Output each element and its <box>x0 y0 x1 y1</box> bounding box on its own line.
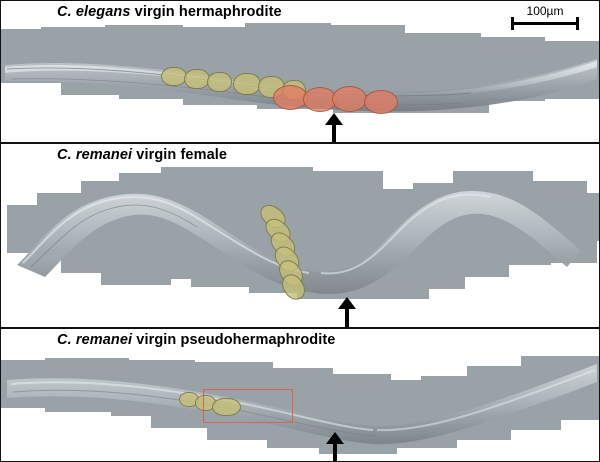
panel-2-title: C. remanei virgin female <box>57 147 227 163</box>
scale-bar-cap-left <box>511 17 514 30</box>
scale-bar-label: 100µm <box>526 4 564 18</box>
region-of-interest-box <box>203 389 293 423</box>
panel-divider-1 <box>1 142 599 144</box>
embryo <box>332 86 367 112</box>
vulva-arrow-icon <box>336 297 358 327</box>
panel-1-species-name: C. elegans <box>57 4 131 20</box>
panel-3-title: C. remanei virgin pseudohermaphrodite <box>57 332 335 348</box>
panel-1-title: C. elegans virgin hermaphrodite <box>57 4 282 20</box>
vulva-arrow-icon <box>323 113 345 143</box>
oocyte <box>184 69 210 89</box>
panel-2-micrograph <box>1 167 599 307</box>
panel-3-title-rest: virgin pseudohermaphrodite <box>132 332 336 348</box>
panel-c-remanei-virgin-pseudohermaphrodite: C. remanei virgin pseudohermaphrodite <box>1 330 599 461</box>
panel-3-species-name: C. remanei <box>57 332 133 348</box>
vulva-arrow-icon <box>324 432 346 461</box>
oocyte <box>161 67 187 86</box>
panel-divider-2 <box>1 327 599 329</box>
panel-3-micrograph <box>1 352 599 461</box>
embryo <box>273 85 308 110</box>
scale-bar-line <box>511 22 579 25</box>
panel-2-title-rest: virgin female <box>132 147 228 163</box>
scale-bar: 100µm <box>509 4 581 30</box>
scale-bar-cap-right <box>576 17 579 30</box>
oocyte <box>207 72 232 92</box>
panel-2-species-name: C. remanei <box>57 147 133 163</box>
panel-c-elegans-virgin-hermaphrodite: C. elegans virgin hermaphrodite 100µm <box>1 1 599 143</box>
oocyte <box>212 398 241 416</box>
embryo <box>364 90 398 114</box>
panel-1-micrograph <box>1 23 599 121</box>
panel-c-remanei-virgin-female: C. remanei virgin female <box>1 145 599 327</box>
oocyte <box>233 73 261 95</box>
embryo <box>303 87 337 112</box>
panel-1-title-rest: virgin hermaphrodite <box>130 4 282 20</box>
